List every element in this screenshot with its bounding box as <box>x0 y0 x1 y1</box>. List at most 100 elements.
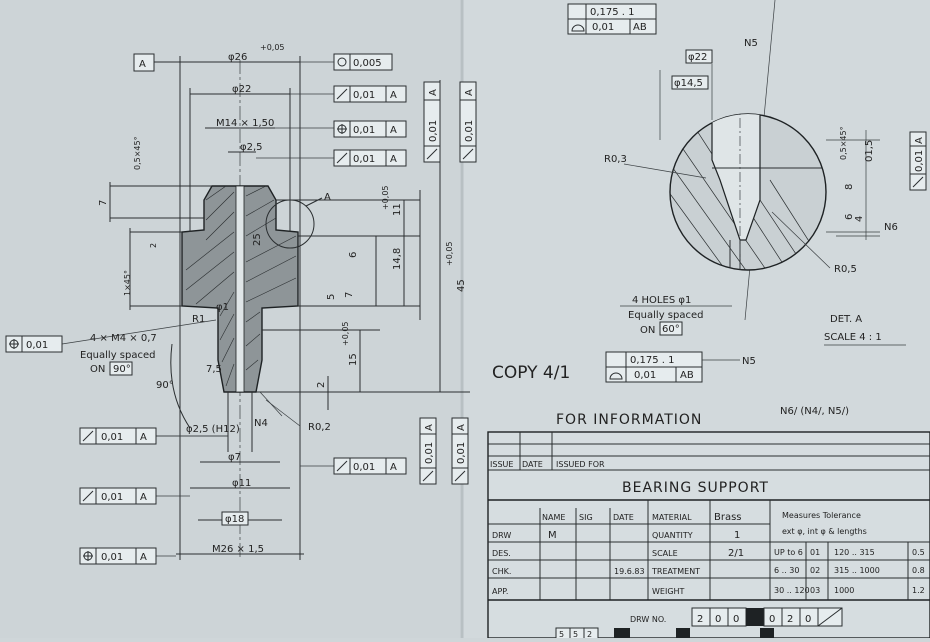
svg-text:0,01: 0,01 <box>424 442 435 464</box>
svg-text:0,01: 0,01 <box>353 125 375 136</box>
bottom-code: 5 5 2 <box>555 627 774 641</box>
svg-text:N5: N5 <box>742 356 756 367</box>
svg-text:1.2: 1.2 <box>912 586 925 595</box>
svg-text:4 HOLES φ1: 4 HOLES φ1 <box>632 295 691 306</box>
svg-text:7,5: 7,5 <box>206 364 222 375</box>
svg-text:A: A <box>464 89 475 96</box>
svg-text:19.6.83: 19.6.83 <box>614 567 645 576</box>
svg-text:φ22: φ22 <box>688 52 707 63</box>
svg-text:30 .. 120: 30 .. 120 <box>774 586 810 595</box>
svg-text:0,175 . 1: 0,175 . 1 <box>590 7 635 18</box>
svg-text:11: 11 <box>392 203 403 216</box>
svg-text:0,5×45°: 0,5×45° <box>133 136 142 170</box>
vertical-frame-2: 0,01 A <box>459 81 477 163</box>
svg-text:0: 0 <box>805 614 811 625</box>
svg-text:QUANTITY: QUANTITY <box>652 531 693 540</box>
svg-text:2: 2 <box>697 614 703 625</box>
svg-text:0: 0 <box>769 614 775 625</box>
dimension-lines <box>109 56 470 560</box>
svg-text:02: 02 <box>810 566 820 575</box>
svg-text:TREATMENT: TREATMENT <box>651 567 700 576</box>
svg-text:0,01: 0,01 <box>26 340 48 351</box>
runout-frame-2: 0,01 A <box>256 149 407 167</box>
surface-finish-note: N6/ (N4/, N5/) <box>780 406 849 417</box>
detail-circle-a <box>265 199 315 249</box>
svg-text:SCALE: SCALE <box>652 549 678 558</box>
svg-text:0,175 . 1: 0,175 . 1 <box>630 355 675 366</box>
svg-text:ext φ, int φ & lengths: ext φ, int φ & lengths <box>782 527 867 536</box>
svg-text:8: 8 <box>844 184 855 190</box>
drawing-number: 2 0 0 0 2 0 <box>691 607 843 627</box>
svg-text:120 .. 315: 120 .. 315 <box>834 548 875 557</box>
svg-text:N5: N5 <box>744 38 758 49</box>
svg-text:Equally spaced: Equally spaced <box>80 350 155 361</box>
svg-text:15: 15 <box>348 353 359 366</box>
main-view: A φ26 +0,05 φ22 M14 × 1,50 φ2,5 0,5×45° … <box>61 43 470 560</box>
vertical-frame-1: 0,01 A <box>423 81 441 163</box>
angle-90-arc <box>170 343 191 429</box>
detail-view-a: 0,175 . 1 0,01 AB N5 φ22 φ14,5 <box>567 0 927 383</box>
svg-text:315 .. 1000: 315 .. 1000 <box>834 566 880 575</box>
drawing-title: BEARING SUPPORT <box>622 480 769 496</box>
svg-text:0: 0 <box>733 614 739 625</box>
svg-text:ISSUED FOR: ISSUED FOR <box>556 460 605 469</box>
svg-text:5: 5 <box>559 630 564 638</box>
svg-text:90°: 90° <box>156 380 174 391</box>
svg-text:6: 6 <box>844 214 855 220</box>
svg-text:DATE: DATE <box>613 513 634 522</box>
tolerance-frames: A 0,005 0,01 A 0,01 A 0,01 <box>5 53 477 565</box>
svg-text:N4: N4 <box>254 418 268 429</box>
svg-text:M26 × 1,5: M26 × 1,5 <box>212 544 264 555</box>
svg-text:2: 2 <box>316 382 327 388</box>
runout-frame-left-2: 0,01 A <box>79 487 157 505</box>
svg-text:M14 × 1,50: M14 × 1,50 <box>216 118 274 129</box>
svg-text:DRW NO.: DRW NO. <box>630 615 666 624</box>
svg-text:7: 7 <box>344 292 355 298</box>
svg-text:7: 7 <box>98 200 109 206</box>
svg-text:+0,05: +0,05 <box>445 241 454 266</box>
svg-text:Brass: Brass <box>714 512 742 523</box>
svg-text:A: A <box>390 125 397 136</box>
svg-text:A: A <box>456 424 467 431</box>
svg-text:+0,05: +0,05 <box>341 321 350 346</box>
svg-text:APP.: APP. <box>492 587 508 596</box>
svg-text:AB: AB <box>633 22 647 33</box>
svg-text:0,01: 0,01 <box>353 90 375 101</box>
svg-text:R0,2: R0,2 <box>308 422 331 433</box>
svg-text:SIG: SIG <box>579 513 593 522</box>
svg-text:A: A <box>914 137 925 144</box>
svg-text:MATERIAL: MATERIAL <box>652 513 692 522</box>
svg-text:φ2,5 (H12): φ2,5 (H12) <box>186 424 240 435</box>
svg-text:1: 1 <box>734 530 740 541</box>
svg-text:A: A <box>140 552 147 563</box>
svg-text:NAME: NAME <box>542 513 565 522</box>
svg-text:DRW: DRW <box>492 531 511 540</box>
svg-text:01,5: 01,5 <box>864 140 875 162</box>
svg-text:φ18: φ18 <box>225 514 244 525</box>
position-frame-left: 0,01 A <box>79 547 157 565</box>
svg-text:+0,05: +0,05 <box>381 185 390 210</box>
svg-text:DES.: DES. <box>492 549 511 558</box>
copy-stamp: COPY 4/1 <box>492 363 570 383</box>
svg-text:03: 03 <box>810 586 820 595</box>
svg-text:2: 2 <box>149 243 158 248</box>
detail-bottom-frame: 0,175 . 1 0,01 AB <box>605 351 740 383</box>
svg-text:60°: 60° <box>662 324 680 335</box>
hatching <box>185 185 297 387</box>
position-frame-far-left: 0,01 <box>5 335 63 353</box>
runout-frame-left-1: 0,01 A <box>79 427 157 445</box>
svg-text:A: A <box>140 492 147 503</box>
svg-text:φ11: φ11 <box>232 478 251 489</box>
svg-text:R0,5: R0,5 <box>834 264 857 275</box>
runout-frame-mid: 0,01 A <box>333 457 407 475</box>
svg-text:2/1: 2/1 <box>728 548 744 559</box>
svg-text:A: A <box>424 424 435 431</box>
svg-text:CHK.: CHK. <box>492 567 511 576</box>
svg-text:1×45°: 1×45° <box>123 270 132 296</box>
svg-text:R0,3: R0,3 <box>604 154 627 165</box>
svg-text:AB: AB <box>680 370 694 381</box>
svg-text:6 .. 30: 6 .. 30 <box>774 566 799 575</box>
svg-text:M: M <box>548 530 557 541</box>
svg-text:A: A <box>390 90 397 101</box>
svg-text:4: 4 <box>854 216 865 222</box>
